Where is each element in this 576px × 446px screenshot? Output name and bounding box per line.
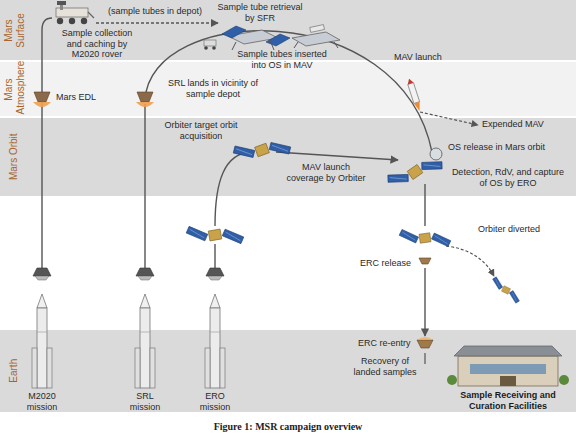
annotation-label: Expended MAV [482,119,544,130]
annotation-label: Detection, RdV, and capture of OS by ERO [450,167,566,188]
annotation-label: Sample collection and caching by M2020 r… [58,28,136,60]
annotation-label: M2020 mission [18,391,66,412]
annotation-label: (sample tubes in depot) [108,6,202,17]
annotation-label: Sample tubes inserted into OS in MAV [232,49,332,70]
region-label: Mars Surface [3,4,26,56]
region-label: Mars Orbit [8,131,20,183]
annotation-label: Sample Receiving and Curation Facilities [444,390,572,411]
annotation-label: Mars EDL [56,92,96,103]
region-label: Earth [8,345,20,397]
annotation-label: SRL mission [121,391,169,412]
annotation-label: OS release in Mars orbit [448,142,545,153]
annotation-label: ERO mission [191,391,239,412]
figure-caption: Figure 1: MSR campaign overview [0,421,576,432]
region-band: Mars Atmosphere [0,62,576,116]
annotation-label: MAV launch [394,52,442,63]
annotation-label: Orbiter diverted [478,224,540,235]
region-label: Mars Atmosphere [3,64,26,114]
annotation-label: Sample tube retrieval by SFR [212,2,308,23]
annotation-label: Recovery of landed samples [350,356,420,377]
annotation-label: Orbiter target orbit acquisition [164,120,238,141]
annotation-label: SRL lands in vicinity of sample depot [160,78,266,99]
annotation-label: ERC re-entry [358,338,411,349]
annotation-label: MAV launch coverage by Orbiter [284,162,368,183]
annotation-label: ERC release [360,258,411,269]
